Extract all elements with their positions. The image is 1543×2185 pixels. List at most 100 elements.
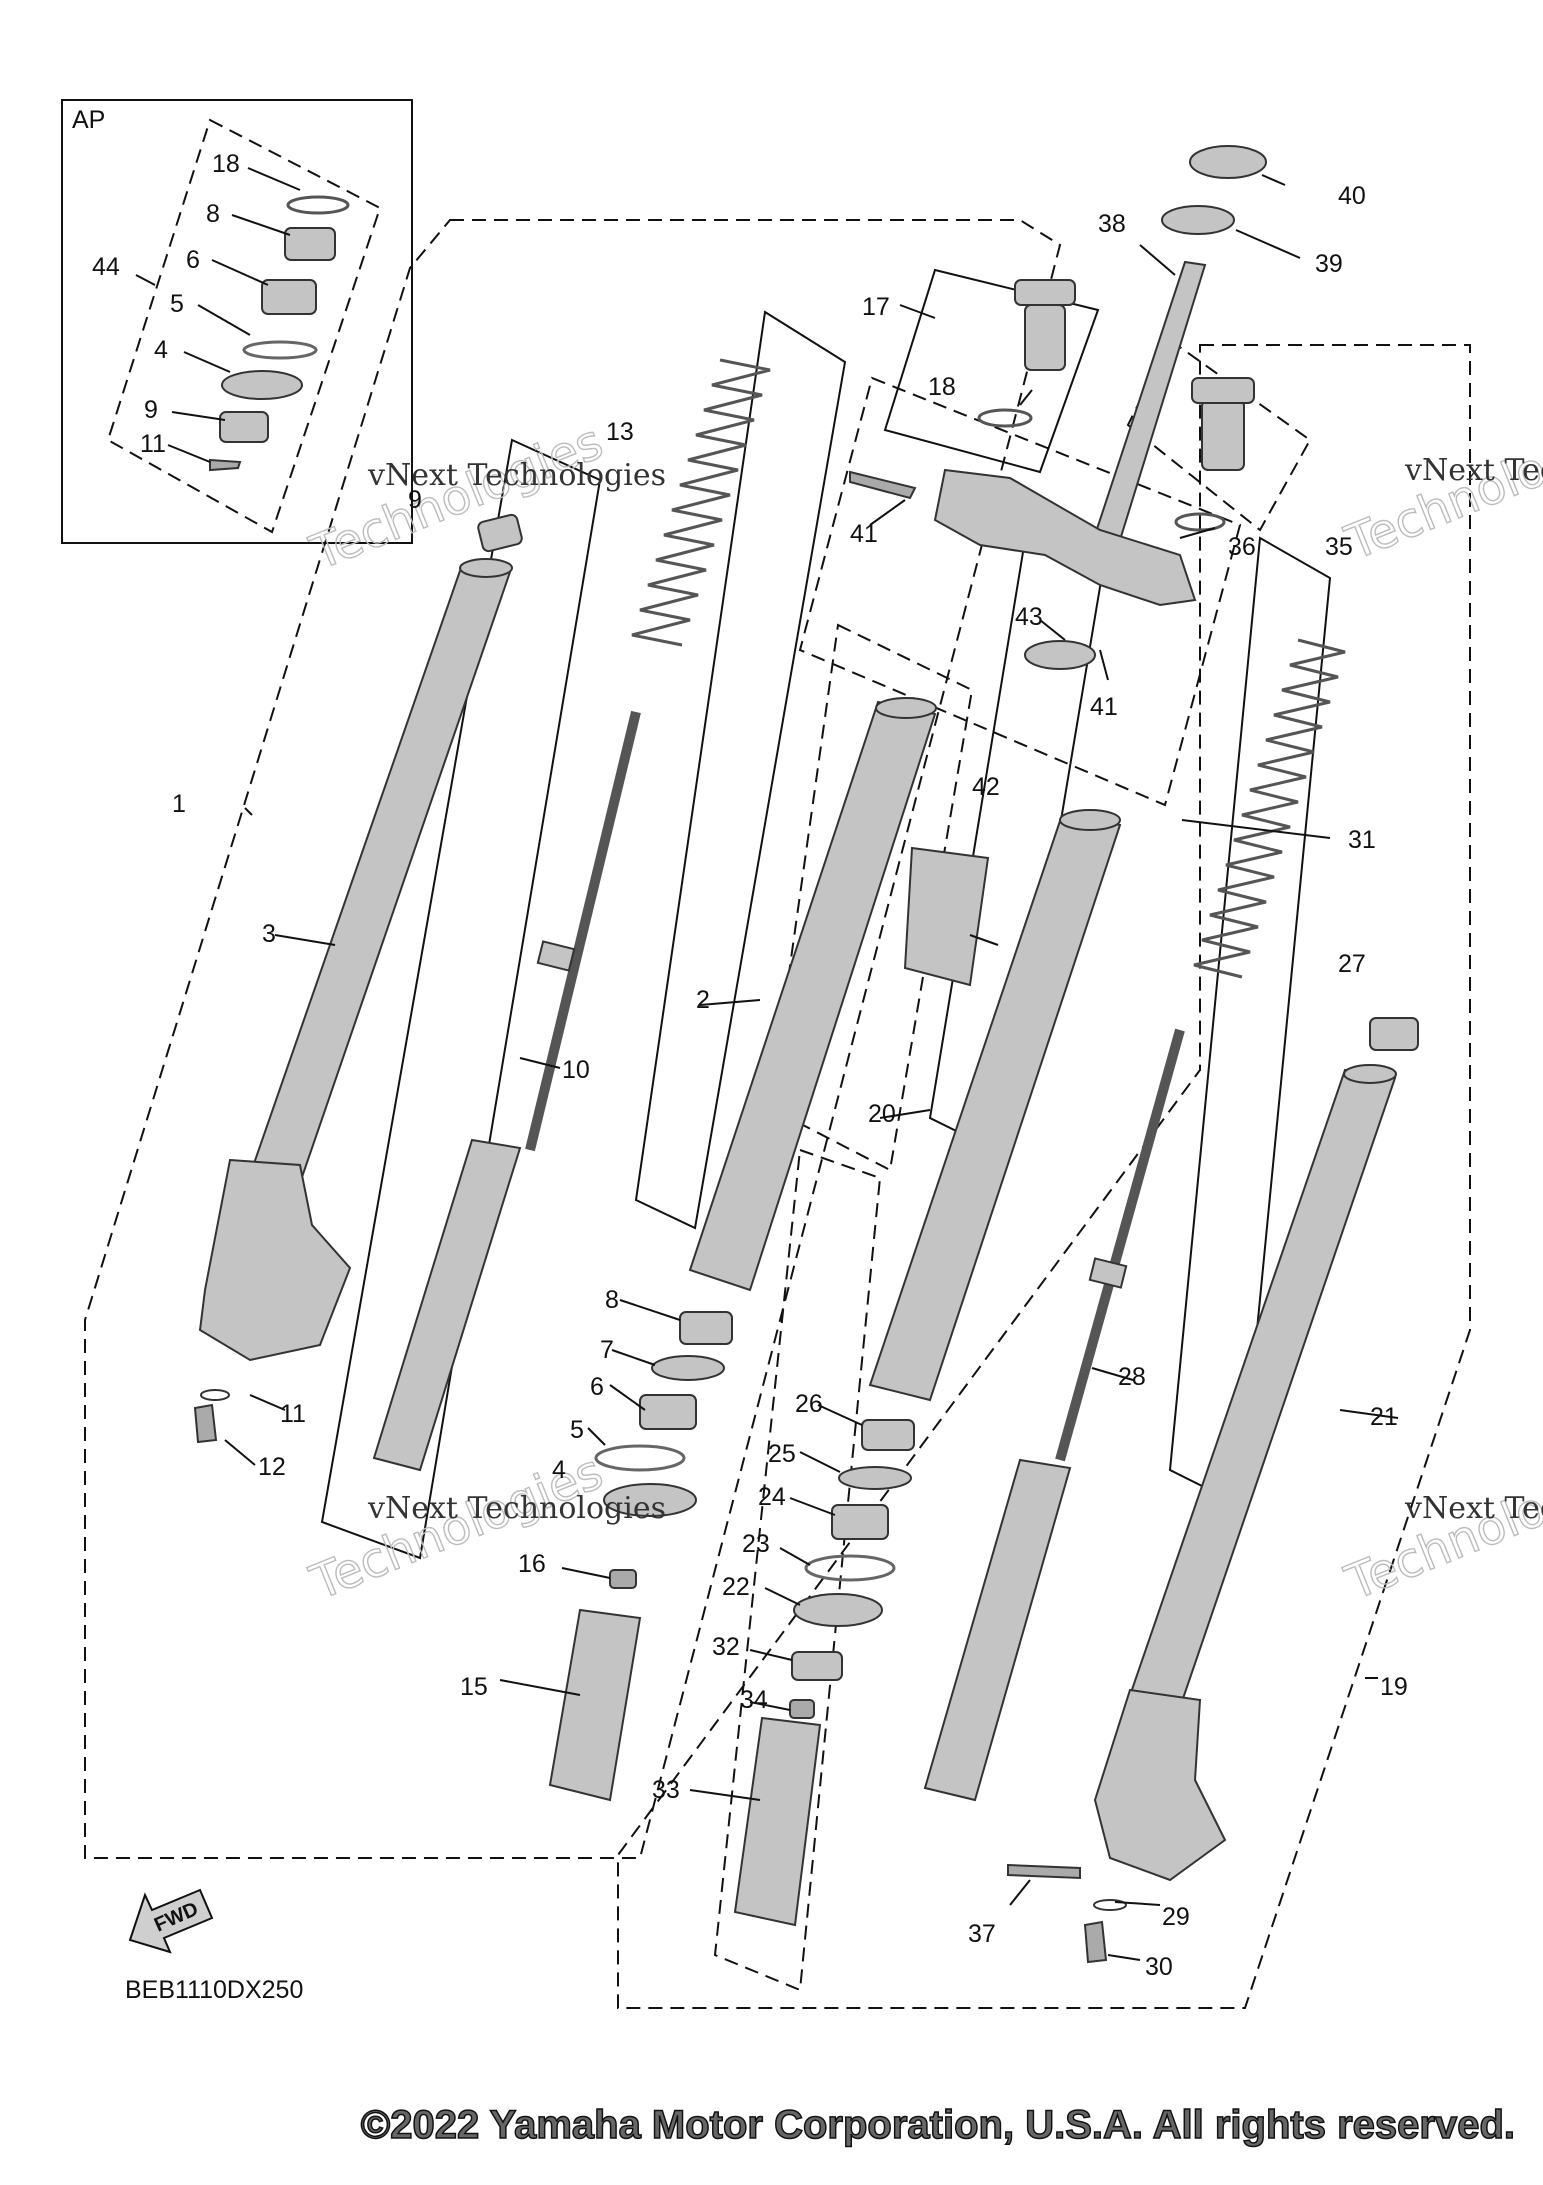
cap-bolt-35: [1191, 377, 1255, 471]
guard-42: [903, 846, 990, 987]
fwd-arrow: FWD: [128, 1888, 214, 1954]
callout-2: 2: [696, 986, 710, 1014]
callout-31: 31: [1348, 826, 1376, 854]
callout-17: 17: [862, 293, 890, 321]
callout-23: 23: [742, 1530, 770, 1558]
inner-tube-2: [688, 697, 937, 1292]
ap-inset-frame: [61, 99, 413, 544]
callout-37: 37: [968, 1920, 996, 1948]
inset-bushing-8: [284, 227, 336, 261]
assembly-1-outline: [84, 219, 1062, 1859]
callout-10: 10: [562, 1056, 590, 1084]
watermark-text: vNext Technologies: [1404, 453, 1543, 488]
inset-bushing-6: [261, 279, 317, 315]
callout-8: 8: [605, 1286, 619, 1314]
callout-41-lower: 41: [1090, 693, 1118, 721]
bushing-8: [679, 1311, 733, 1345]
watermark-text: Technologies: [1338, 1444, 1543, 1612]
left-axle-bracket: [198, 1158, 352, 1362]
callout-8-inset: 8: [206, 200, 220, 228]
ap-inset: AP: [61, 99, 413, 544]
watermark-text: vNext Technologies: [367, 1491, 666, 1526]
inset-oil-seal-4: [221, 370, 303, 400]
callout-6-inset: 6: [186, 246, 200, 274]
cap-bolt-17: [1014, 279, 1076, 371]
callout-30: 30: [1145, 1953, 1173, 1981]
watermark-text: Technologies: [303, 414, 611, 582]
bolt-41-upper: [849, 470, 917, 500]
callout-4: 4: [552, 1456, 566, 1484]
washer-25: [838, 1466, 912, 1490]
callout-4-inset: 4: [154, 336, 168, 364]
callout-24: 24: [758, 1483, 786, 1511]
left-ring-11: [200, 1389, 230, 1401]
inset-ring-11: [209, 458, 242, 472]
callout-5-inset: 5: [170, 290, 184, 318]
damper-10-group: [320, 438, 602, 1560]
diagram-code: BEB1110DX250: [125, 1976, 303, 2004]
callout-22: 22: [722, 1573, 750, 1601]
bushing-26: [861, 1419, 915, 1451]
inset-clip-18: [286, 195, 350, 215]
part-34: [789, 1699, 815, 1719]
bearing-40: [1189, 145, 1267, 179]
callout-42: 42: [972, 773, 1000, 801]
inner-tube-20: [868, 809, 1122, 1402]
callout-11: 11: [280, 1400, 306, 1428]
under-bracket: [933, 468, 1197, 607]
callout-43: 43: [1015, 603, 1043, 631]
callout-28: 28: [1118, 1363, 1146, 1391]
copyright-notice: ©2022 Yamaha Motor Corporation, U.S.A. A…: [360, 2102, 1516, 2148]
callout-21: 21: [1370, 1403, 1398, 1431]
callout-9: 9: [408, 486, 422, 514]
callout-40: 40: [1338, 182, 1366, 210]
callout-20: 20: [868, 1100, 896, 1128]
ring-29: [1093, 1899, 1127, 1911]
bushing-24: [831, 1504, 889, 1540]
seal-stack-group: [713, 1148, 882, 1992]
callout-numbers: 18 8 6 44 5 4 9 11 40 38 39 17 13 18 9 4…: [92, 150, 1408, 1981]
callout-18-inset: 18: [212, 150, 240, 178]
bearing-39: [1161, 205, 1235, 235]
o-ring-18: [977, 408, 1033, 428]
ap-inset-group-outline: [106, 118, 382, 534]
callout-13: 13: [606, 418, 634, 446]
bushing-6: [639, 1394, 697, 1430]
callout-9-inset: 9: [144, 396, 158, 424]
right-axle-bracket: [1093, 1688, 1227, 1882]
leader-lines: [135, 167, 1399, 1961]
callout-44: 44: [92, 253, 120, 281]
watermark-text: vNext Technologies: [367, 458, 666, 493]
callout-25: 25: [768, 1440, 796, 1468]
callout-6: 6: [590, 1373, 604, 1401]
ap-inset-label: AP: [72, 106, 105, 134]
left-bolt-12: [193, 1403, 218, 1444]
bolt-37: [1007, 1863, 1081, 1880]
part-16: [609, 1569, 637, 1589]
left-outer-tube-3: [240, 558, 513, 1214]
clip-5: [594, 1444, 686, 1472]
inset-clip-5: [242, 340, 318, 360]
callout-29: 29: [1162, 1903, 1190, 1931]
damper-rod-28: [923, 1028, 1185, 1802]
right-outer-tube-21: [1123, 1064, 1397, 1724]
spring-13: [631, 358, 771, 647]
spring-31: [1193, 638, 1346, 979]
callout-16: 16: [518, 1550, 546, 1578]
callout-15: 15: [460, 1673, 488, 1701]
spring-13-group: [634, 310, 847, 1230]
steering-stem-38: [1093, 260, 1207, 542]
watermark-text: vNext Technologies: [1404, 1491, 1543, 1526]
tube-2-group: [768, 623, 974, 1172]
callout-3: 3: [262, 920, 276, 948]
fwd-arrow-icon: [128, 1888, 214, 1954]
o-ring-36: [1174, 512, 1226, 532]
oil-seal-4: [603, 1483, 697, 1517]
callout-39: 39: [1315, 250, 1343, 278]
collar-9: [477, 513, 523, 553]
callout-1: 1: [172, 790, 186, 818]
callout-11-inset: 11: [140, 430, 166, 458]
cylinder-15: [548, 1608, 642, 1802]
cylinder-33: [733, 1716, 822, 1927]
callout-27: 27: [1338, 950, 1366, 978]
